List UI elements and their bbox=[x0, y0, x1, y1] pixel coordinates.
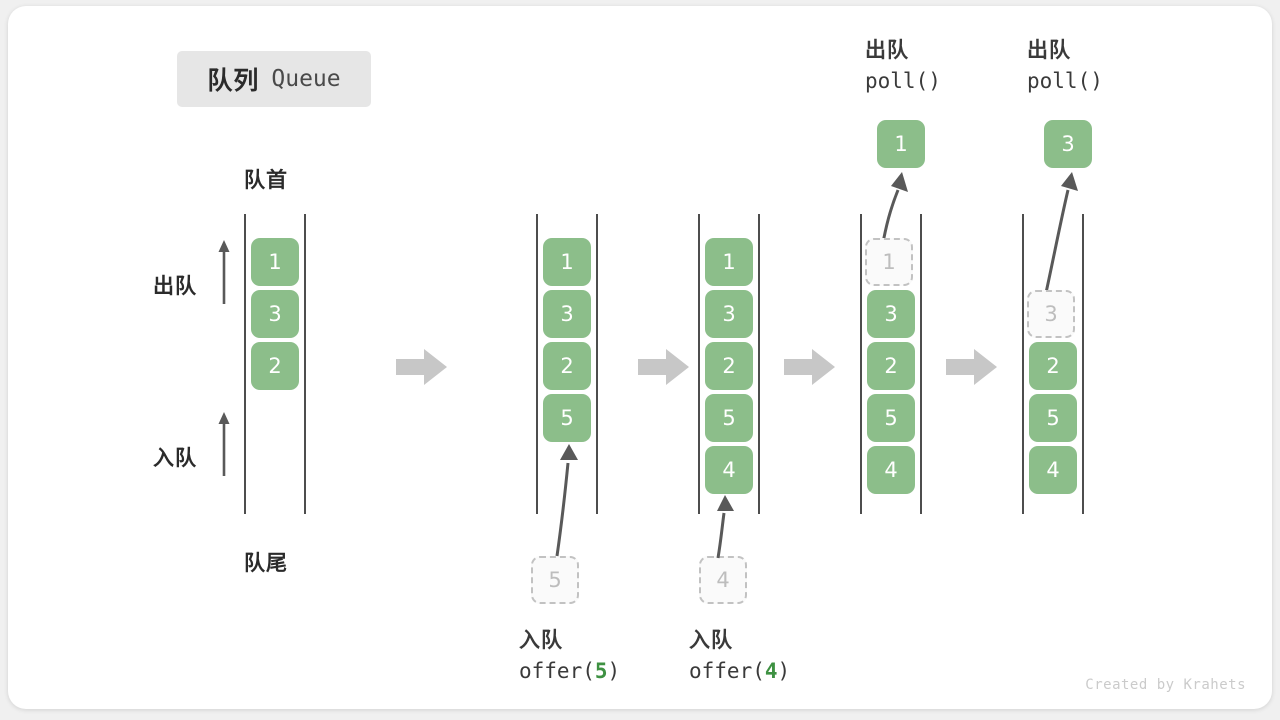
pending-item-4: 4 bbox=[699, 556, 747, 604]
caption-poll-2: 出队 poll() bbox=[1027, 36, 1103, 97]
queue-item: 3 bbox=[705, 290, 753, 338]
caption-offer-5-code: offer(5) bbox=[519, 659, 621, 684]
queue-item: 5 bbox=[1029, 394, 1077, 442]
caption-poll-1-cn: 出队 bbox=[865, 39, 909, 62]
queue-item: 4 bbox=[1029, 446, 1077, 494]
dequeued-slot-ghost: 1 bbox=[865, 238, 913, 286]
queue-item: 3 bbox=[543, 290, 591, 338]
polled-item-3: 3 bbox=[1044, 120, 1092, 168]
dequeue-arrow-icon bbox=[218, 240, 230, 304]
caption-poll-1: 出队 poll() bbox=[865, 36, 941, 97]
step-arrow-icon bbox=[946, 349, 997, 385]
title-en: Queue bbox=[271, 66, 341, 92]
caption-offer-4-code: offer(4) bbox=[689, 659, 791, 684]
title-cn: 队列 bbox=[207, 67, 260, 95]
queue-rail-3 bbox=[698, 214, 760, 514]
credit-text: Created by Krahets bbox=[1085, 677, 1246, 693]
queue-item-new: 4 bbox=[705, 446, 753, 494]
caption-poll-2-code: poll() bbox=[1027, 69, 1103, 94]
title-badge: 队列 Queue bbox=[177, 51, 371, 107]
queue-item: 3 bbox=[251, 290, 299, 338]
queue-item-new: 5 bbox=[543, 394, 591, 442]
queue-item: 2 bbox=[705, 342, 753, 390]
caption-offer-5-cn: 入队 bbox=[519, 629, 563, 652]
step-arrow-icon bbox=[784, 349, 835, 385]
polled-item-1: 1 bbox=[877, 120, 925, 168]
queue-rail-2 bbox=[536, 214, 598, 514]
queue-item: 2 bbox=[867, 342, 915, 390]
queue-rail-5 bbox=[1022, 214, 1084, 514]
diagram-card: 队列 Queue 队首 队尾 出队 入队 1 3 2 1 3 2 5 5 bbox=[8, 6, 1272, 709]
step-arrow-icon bbox=[638, 349, 689, 385]
enqueue-label: 入队 bbox=[153, 447, 197, 470]
queue-item: 1 bbox=[543, 238, 591, 286]
queue-item: 1 bbox=[705, 238, 753, 286]
caption-offer-4: 入队 offer(4) bbox=[689, 626, 790, 687]
queue-rail-4 bbox=[860, 214, 922, 514]
pending-item-5: 5 bbox=[531, 556, 579, 604]
queue-item: 4 bbox=[867, 446, 915, 494]
queue-tail-label: 队尾 bbox=[244, 552, 288, 575]
queue-rail-1 bbox=[244, 214, 306, 514]
enqueue-arrow-icon bbox=[218, 412, 230, 476]
caption-offer-4-cn: 入队 bbox=[689, 629, 733, 652]
queue-item: 5 bbox=[705, 394, 753, 442]
dequeue-label: 出队 bbox=[153, 275, 197, 298]
caption-poll-1-code: poll() bbox=[865, 69, 941, 94]
queue-item: 2 bbox=[251, 342, 299, 390]
dequeued-slot-ghost: 3 bbox=[1027, 290, 1075, 338]
queue-item: 5 bbox=[867, 394, 915, 442]
queue-item: 2 bbox=[543, 342, 591, 390]
step-arrow-icon bbox=[396, 349, 447, 385]
caption-offer-5: 入队 offer(5) bbox=[519, 626, 620, 687]
queue-item: 1 bbox=[251, 238, 299, 286]
queue-item: 3 bbox=[867, 290, 915, 338]
queue-item: 2 bbox=[1029, 342, 1077, 390]
caption-poll-2-cn: 出队 bbox=[1027, 39, 1071, 62]
queue-head-label: 队首 bbox=[244, 169, 288, 192]
